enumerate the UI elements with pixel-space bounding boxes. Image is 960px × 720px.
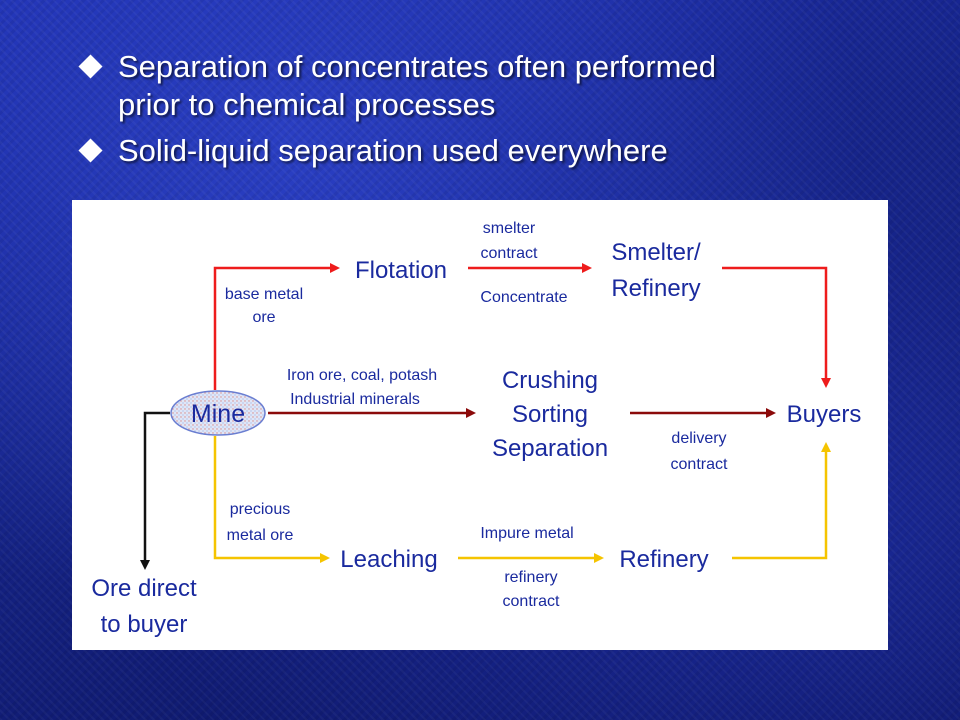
smelter-contract-label-line1: smelter — [483, 220, 536, 237]
flotation-node: Flotation — [355, 257, 447, 284]
black-arrowhead — [140, 560, 150, 570]
precious-metal-label-line2: metal ore — [227, 527, 294, 544]
mine-label: Mine — [191, 400, 245, 428]
diamond-bullet-icon — [78, 54, 103, 79]
flow-diagram-svg: Mine Flotation Smelter/ Refinery Crushin… — [91, 220, 862, 638]
yellow-path-mine-to-leaching — [213, 436, 320, 560]
bullet-text-line: Solid-liquid separation used everywhere — [118, 133, 668, 168]
delivery-contract-label-line2: contract — [671, 456, 728, 473]
crushing-node-line1: Crushing — [502, 367, 598, 394]
smelter-node-line1: Smelter/ — [611, 239, 701, 266]
mine-node — [170, 390, 266, 436]
diamond-bullet-icon — [78, 138, 103, 163]
crushing-node-line3: Separation — [492, 435, 608, 462]
yellow-arrowhead — [821, 442, 831, 452]
bullet-item-separation: Separation of concentrates often perform… — [76, 48, 876, 124]
red-path-smelter-to-buyers — [722, 266, 828, 378]
impure-metal-label: Impure metal — [480, 525, 573, 542]
refinery-contract-label-line2: contract — [503, 593, 560, 610]
base-metal-label-line1: base metal — [225, 286, 303, 303]
concentrate-label: Concentrate — [480, 289, 567, 306]
red-arrowhead — [821, 378, 831, 388]
refinery-node: Refinery — [619, 546, 708, 573]
smelter-node-line2: Refinery — [611, 275, 700, 302]
darkred-arrowhead — [766, 408, 776, 418]
leaching-node: Leaching — [340, 546, 437, 573]
yellow-arrowhead — [320, 553, 330, 563]
red-path-mine-to-flotation — [213, 266, 330, 390]
buyers-node: Buyers — [787, 401, 862, 428]
iron-ore-label-line1: Iron ore, coal, potash — [287, 367, 437, 384]
black-path-mine-to-direct — [143, 411, 170, 560]
delivery-contract-label-line1: delivery — [671, 430, 726, 447]
ore-direct-node-line1: Ore direct — [91, 575, 197, 602]
red-arrowhead — [330, 263, 340, 273]
precious-metal-label-line1: precious — [230, 501, 290, 518]
bullet-item-solid-liquid: Solid-liquid separation used everywhere — [76, 132, 876, 170]
iron-ore-label-line2: Industrial minerals — [290, 391, 420, 408]
bullet-list: Separation of concentrates often perform… — [76, 48, 876, 170]
base-metal-label-line2: ore — [252, 309, 275, 326]
mineral-flow-diagram: Mine Flotation Smelter/ Refinery Crushin… — [72, 200, 888, 650]
bullet-text-line: Separation of concentrates often perform… — [118, 49, 716, 84]
yellow-arrowhead — [594, 553, 604, 563]
ore-direct-node-line2: to buyer — [101, 611, 188, 638]
yellow-path-refinery-to-buyers — [732, 452, 828, 560]
darkred-arrowhead — [466, 408, 476, 418]
crushing-node-line2: Sorting — [512, 401, 588, 428]
smelter-contract-label-line2: contract — [481, 245, 538, 262]
red-arrowhead — [582, 263, 592, 273]
refinery-contract-label-line1: refinery — [504, 569, 557, 586]
bullet-text-line: prior to chemical processes — [118, 87, 496, 122]
